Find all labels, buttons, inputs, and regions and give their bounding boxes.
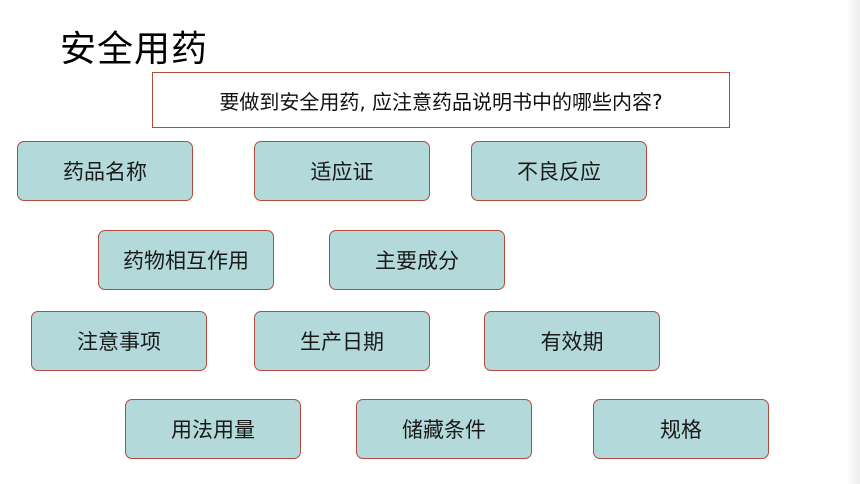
slide-title: 安全用药 — [60, 29, 209, 70]
item-drug-name: 药品名称 — [17, 141, 193, 201]
item-label: 药品名称 — [63, 160, 147, 184]
item-label: 用法用量 — [171, 418, 255, 442]
item-specifications: 规格 — [593, 399, 769, 459]
item-production-date: 生产日期 — [254, 311, 430, 371]
question-text: 要做到安全用药, 应注意药品说明书中的哪些内容? — [219, 89, 663, 114]
item-dosage: 用法用量 — [125, 399, 301, 459]
item-drug-interactions: 药物相互作用 — [98, 230, 274, 290]
item-expiry-date: 有效期 — [484, 311, 660, 371]
slide-edge-shadow — [846, 0, 860, 484]
item-main-ingredients: 主要成分 — [329, 230, 505, 290]
item-indications: 适应证 — [254, 141, 430, 201]
item-label: 储藏条件 — [402, 418, 486, 442]
item-storage-conditions: 储藏条件 — [356, 399, 532, 459]
item-label: 生产日期 — [300, 330, 384, 354]
item-precautions: 注意事项 — [31, 311, 207, 371]
item-label: 有效期 — [540, 330, 604, 354]
item-label: 适应证 — [310, 160, 374, 184]
item-label: 注意事项 — [77, 330, 161, 354]
question-box: 要做到安全用药, 应注意药品说明书中的哪些内容? — [152, 72, 730, 128]
item-label: 不良反应 — [517, 160, 601, 184]
item-label: 主要成分 — [375, 249, 459, 273]
item-label: 药物相互作用 — [123, 249, 249, 273]
item-adverse-reactions: 不良反应 — [471, 141, 647, 201]
item-label: 规格 — [660, 418, 702, 442]
